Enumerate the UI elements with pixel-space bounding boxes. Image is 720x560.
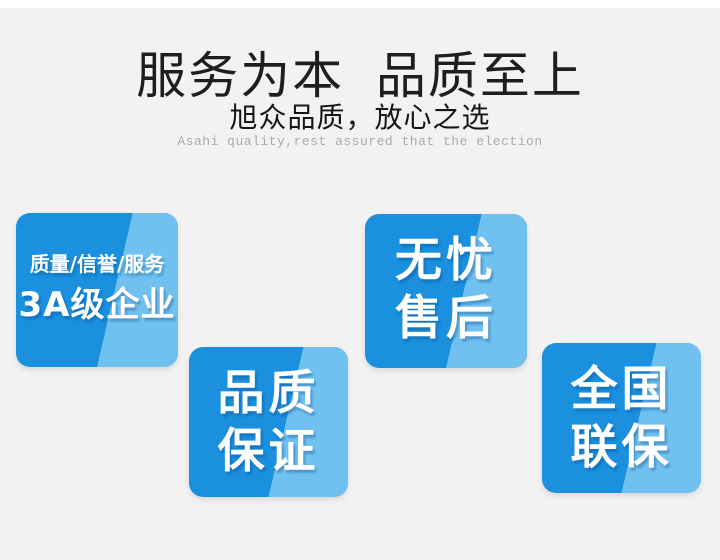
badge-line2: 联保 <box>570 420 673 475</box>
badge-line2: 售后 <box>395 291 497 346</box>
badge-line1: 全国 <box>570 362 673 417</box>
badge-line1: 无忧 <box>395 233 497 288</box>
badge-line1: 品质 <box>217 366 320 421</box>
badge-line2: 保证 <box>217 424 320 479</box>
badge-line2: 3A级企业 <box>18 285 176 325</box>
badge-worry-free-aftersale: 无忧 售后 <box>365 214 527 368</box>
badge-national-warranty: 全国 联保 <box>542 343 701 493</box>
page-title: 服务为本 品质至上 <box>136 48 584 104</box>
badge-3a-enterprise: 质量/信誉/服务 3A级企业 <box>16 213 178 367</box>
page-subtitle-english: Asahi quality,rest assured that the elec… <box>177 134 543 149</box>
page-subtitle: 旭众品质，放心之选 <box>229 103 491 134</box>
top-white-strip <box>0 0 720 8</box>
badge-quality-guarantee: 品质 保证 <box>189 347 348 497</box>
badge-line1: 质量/信誉/服务 <box>29 252 165 276</box>
